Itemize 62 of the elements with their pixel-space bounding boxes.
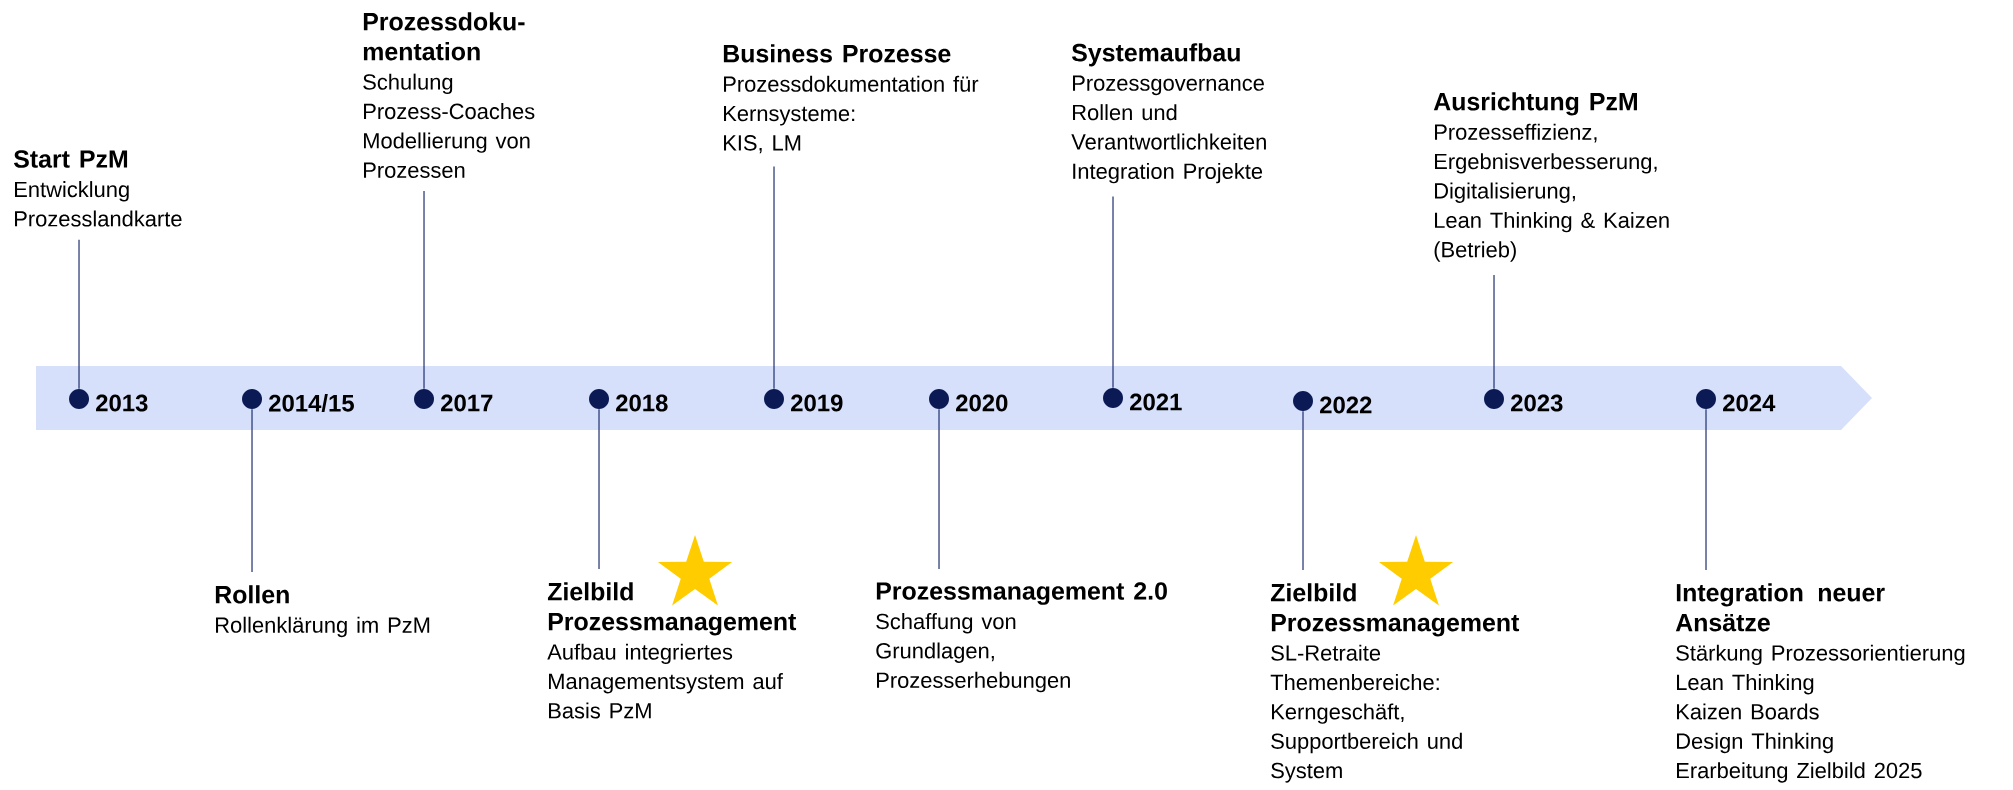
milestone-description: Stärkung Prozessorientierung bbox=[1676, 644, 1965, 666]
timeline-dot bbox=[1293, 391, 1313, 411]
milestone-description: Modellierung von Prozessen bbox=[364, 132, 530, 178]
milestone-heading: Systemaufbau bbox=[1071, 43, 1240, 67]
milestone-description: Digitalisierung, bbox=[1435, 182, 1575, 203]
timeline-dot bbox=[414, 389, 434, 409]
timeline-dot bbox=[929, 389, 949, 409]
milestone-heading: Prozessmanagement 2.0 bbox=[876, 582, 1167, 605]
milestone-description: Lean Thinking bbox=[1677, 674, 1814, 695]
milestone-heading: Prozessdoku-mentation bbox=[363, 12, 525, 61]
year-label: 2018 bbox=[616, 394, 668, 412]
year-label: 2020 bbox=[956, 394, 1008, 412]
leader-line bbox=[1112, 195, 1114, 389]
milestone-description: Design Thinking bbox=[1677, 732, 1833, 754]
milestone-description: Lean Thinking & Kaizen (Betrieb) bbox=[1434, 211, 1669, 262]
year-label: 2014/15 bbox=[269, 394, 354, 412]
year-label: 2019 bbox=[791, 394, 843, 412]
milestone-description: Rollen und Verantwortlichkeiten bbox=[1071, 104, 1266, 150]
timeline-dot bbox=[1696, 389, 1716, 409]
milestone-description: Kaizen Boards bbox=[1677, 703, 1819, 720]
leader-line bbox=[1302, 410, 1304, 571]
milestone-description: KIS, LM bbox=[724, 135, 801, 154]
year-label: 2021 bbox=[1130, 393, 1182, 411]
year-label: 2022 bbox=[1320, 396, 1372, 414]
timeline-dot bbox=[242, 389, 262, 409]
milestone-heading: Start PzM bbox=[13, 150, 128, 168]
timeline-dot bbox=[589, 389, 609, 409]
milestone-description: Aufbau integriertes Managementsystem auf Basis PzM bbox=[547, 643, 783, 719]
milestone-heading: Ausrichtung PzM bbox=[1433, 92, 1637, 116]
milestone-heading: Rollen bbox=[215, 585, 289, 604]
leader-line bbox=[938, 408, 940, 570]
milestone-description: Rollenklärung im PzM bbox=[216, 616, 430, 638]
milestone-description: SL-Retraite bbox=[1271, 644, 1381, 661]
year-label: 2023 bbox=[1511, 394, 1563, 412]
timeline-dot bbox=[69, 389, 89, 409]
milestone-description: Ergebnisverbesserung, bbox=[1435, 153, 1657, 174]
leader-line bbox=[1705, 408, 1707, 571]
year-label: 2024 bbox=[1723, 394, 1776, 412]
timeline-dot bbox=[764, 389, 784, 409]
leader-line bbox=[773, 165, 775, 390]
leader-line bbox=[1493, 274, 1495, 390]
milestone-description: Erarbeitung Zielbild 2025 bbox=[1677, 762, 1922, 783]
milestone-heading: Business Prozesse bbox=[723, 44, 951, 63]
milestone-heading: Zielbild Prozessmanagement bbox=[547, 582, 797, 636]
timeline-dot bbox=[1103, 388, 1123, 408]
milestone-description: Themenbereiche: Kerngeschäft, Supportbereich und System bbox=[1270, 674, 1462, 783]
milestone-heading: Integration neuer Ansätze bbox=[1675, 583, 1885, 632]
leader-line bbox=[251, 408, 253, 573]
milestone-description: Schaffung von Grundlagen, Prozesserhebungen bbox=[876, 613, 1070, 693]
milestone-description: Prozessgovernance bbox=[1073, 75, 1264, 96]
milestone-description: Schulung Prozess-Coaches bbox=[363, 73, 535, 120]
milestone-description: Prozesseffizienz, bbox=[1435, 123, 1597, 143]
leader-line bbox=[423, 190, 425, 390]
milestone-description: Entwicklung Prozesslandkarte bbox=[15, 181, 182, 227]
milestone-description: Integration Projekte bbox=[1073, 162, 1263, 184]
year-label: 2017 bbox=[441, 394, 493, 412]
timeline-dot bbox=[1484, 389, 1504, 409]
leader-line bbox=[78, 239, 80, 390]
milestone-heading: Zielbild Prozessmanagement bbox=[1270, 583, 1520, 637]
year-label: 2013 bbox=[96, 394, 148, 412]
milestone-description: Prozessdokumentation für Kernsysteme: bbox=[724, 75, 979, 126]
leader-line bbox=[598, 408, 600, 570]
